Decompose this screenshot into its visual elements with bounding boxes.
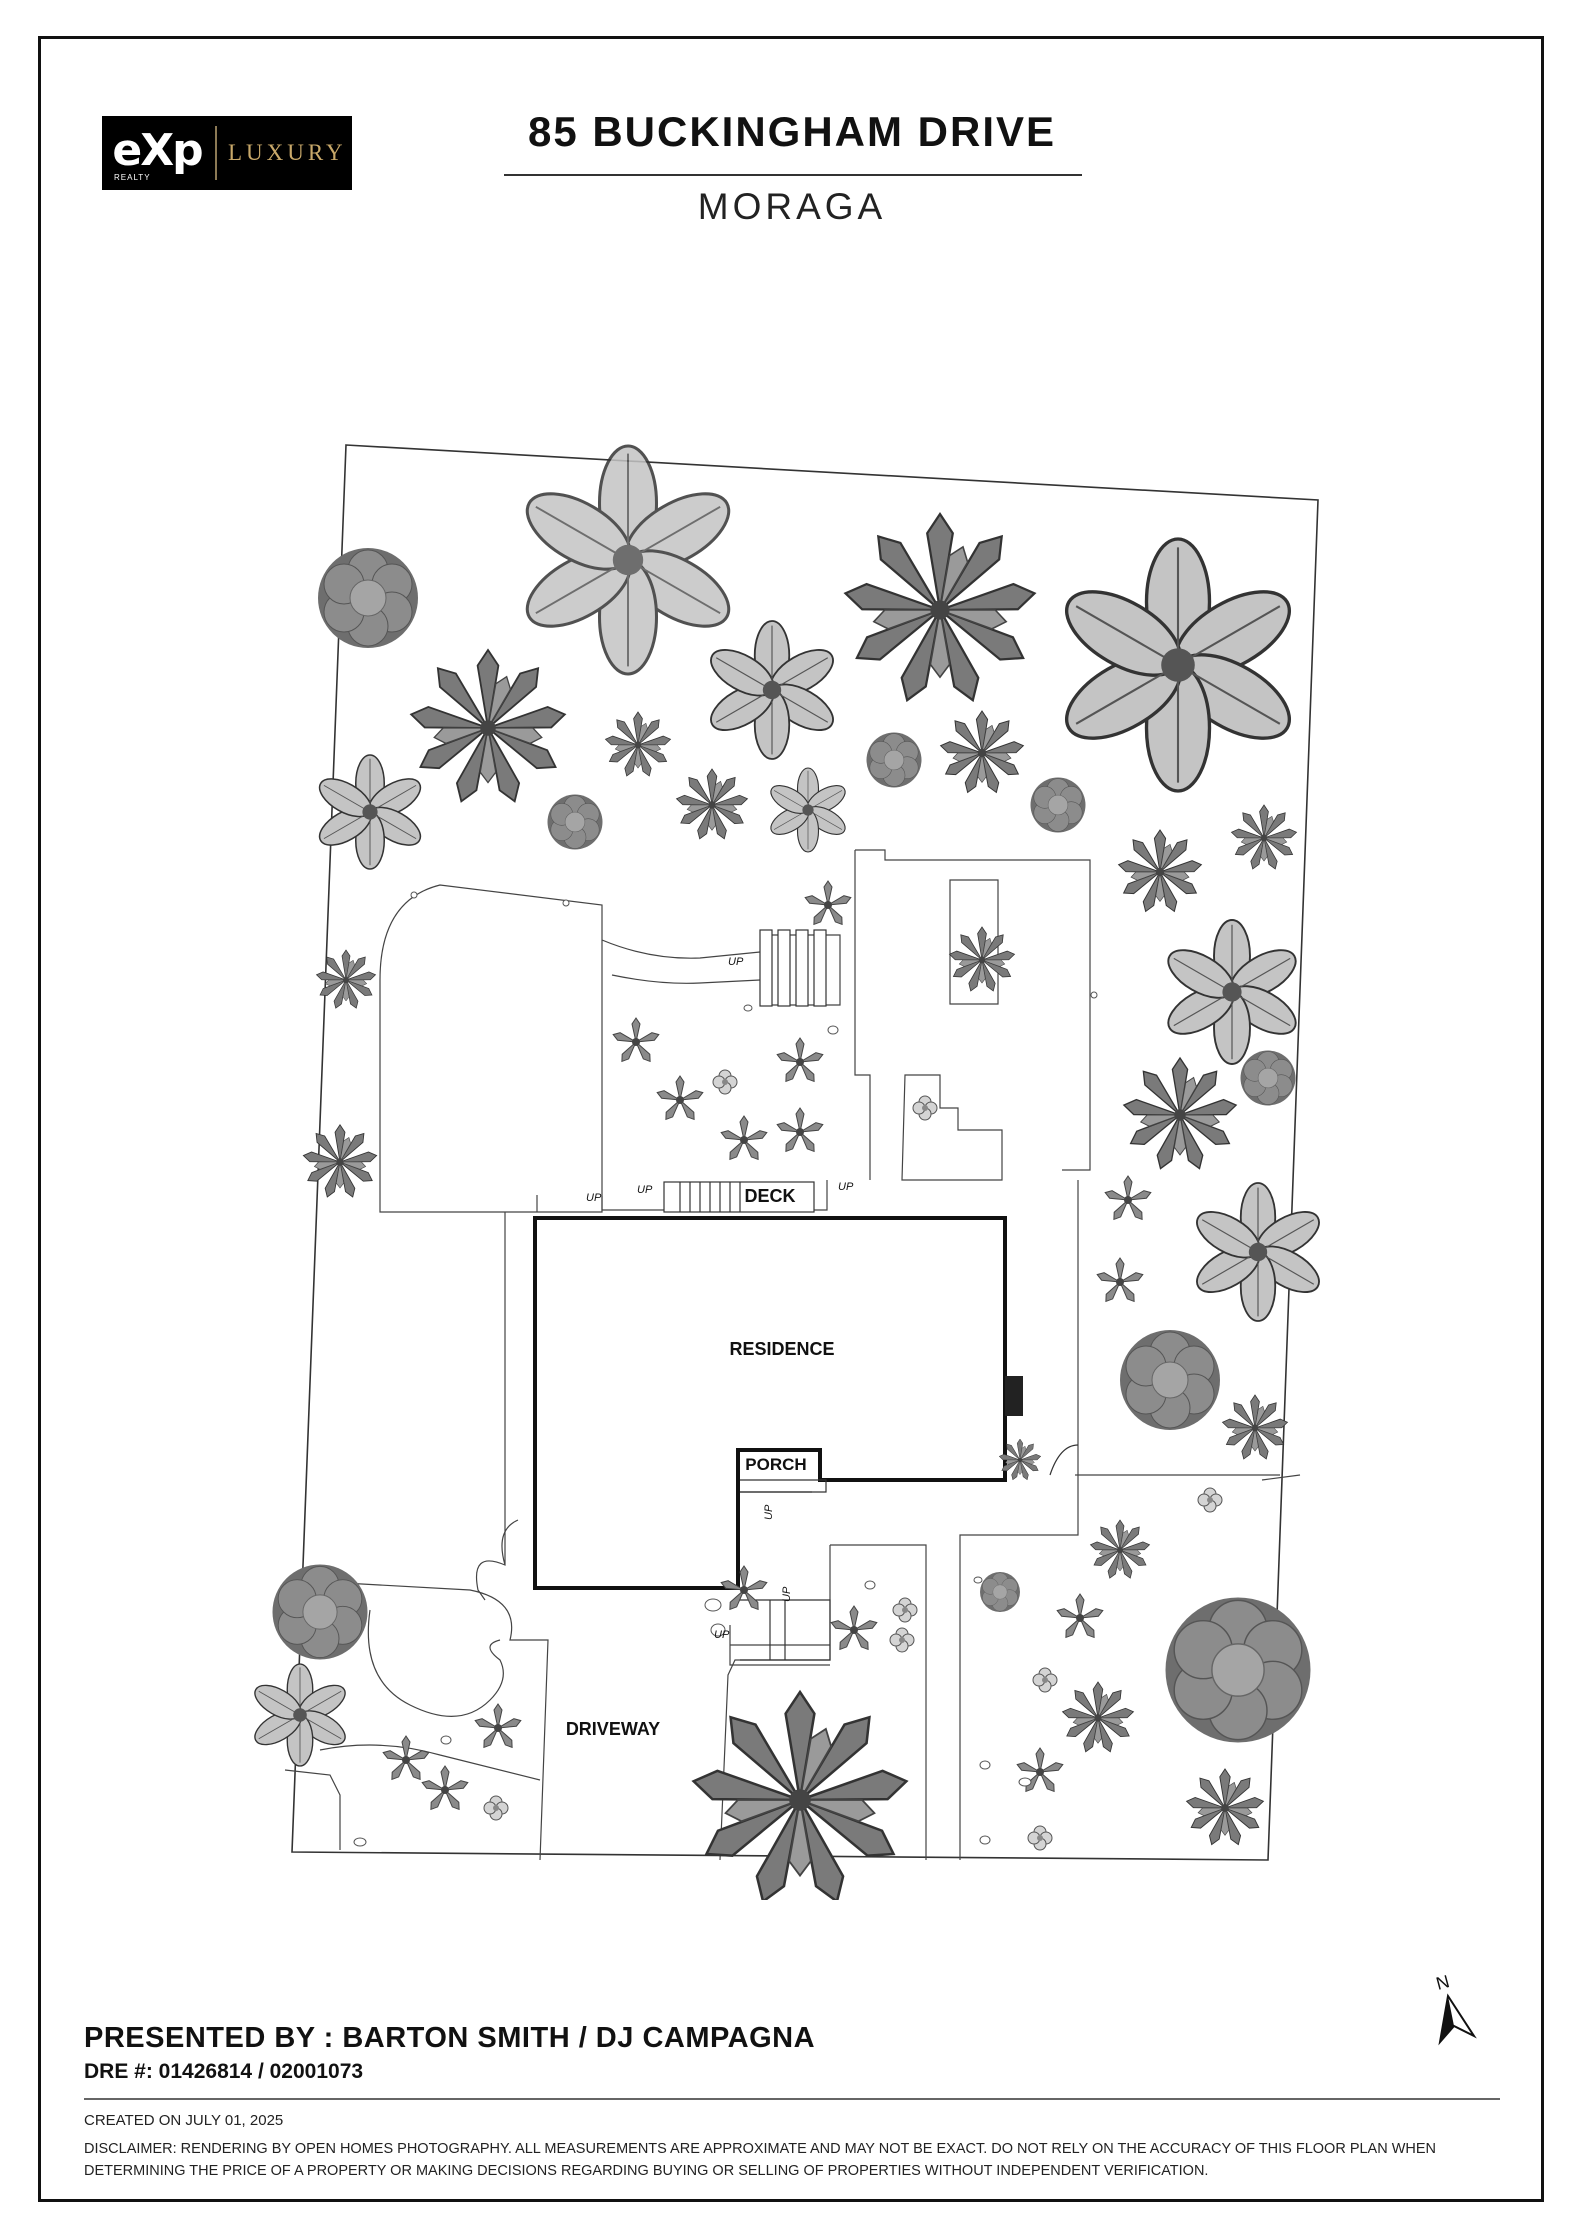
up-label-deck-steps: UP (637, 1184, 653, 1196)
up-label-garden: UP (728, 956, 744, 968)
page-subtitle: MORAGA (697, 186, 887, 227)
stepping-stones (353, 891, 1098, 1847)
exp-luxury-logo: eXp REALTY LUXURY (102, 116, 352, 190)
trees-large (250, 444, 1328, 1900)
presented-by: PRESENTED BY : BARTON SMITH / DJ CAMPAGN… (84, 2022, 816, 2054)
plan-labels: RESIDENCE PORCH DECK DRIVEWAY (566, 1186, 835, 1739)
page-border (38, 36, 1544, 2202)
north-label: N (1434, 1971, 1452, 1994)
title-divider (504, 174, 1082, 176)
deck-steps (663, 929, 827, 1213)
disclaimer: DISCLAIMER: RENDERING BY OPEN HOMES PHOT… (84, 2141, 1437, 2179)
porch-steps (740, 1444, 1079, 1661)
logo-exp-text: eXp (112, 125, 203, 176)
footer-divider (84, 2098, 1500, 2100)
driveway-label: DRIVEWAY (566, 1719, 660, 1739)
residence-label: RESIDENCE (729, 1339, 834, 1359)
dre-numbers: DRE #: 01426814 / 02001073 (84, 2060, 364, 2083)
deck-label: DECK (744, 1186, 795, 1206)
up-labels: UP UP UP UP UP UP UP (586, 956, 854, 1641)
logo-luxury-text: LUXURY (228, 140, 347, 165)
page-title: 85 BUCKINGHAM DRIVE (527, 108, 1057, 155)
up-label-deck-west: UP (586, 1192, 602, 1204)
logo-realty-text: REALTY (114, 173, 151, 182)
logo-divider (215, 126, 217, 180)
porch-label: PORCH (745, 1455, 806, 1474)
residence-outline (533, 1216, 1007, 1590)
up-label-entry: UP (781, 1586, 793, 1602)
lot-boundary (291, 444, 1319, 1861)
up-label-porch: UP (763, 1504, 775, 1520)
site-plan: RESIDENCE PORCH DECK DRIVEWAY UP UP UP U… (250, 444, 1328, 1900)
up-label-deck-east: UP (838, 1181, 854, 1193)
north-arrow-icon: N (1434, 1971, 1477, 2046)
created-date: CREATED ON JULY 01, 2025 (84, 2112, 284, 2129)
up-label-side: UP (714, 1629, 730, 1641)
chimney (1005, 1376, 1023, 1416)
